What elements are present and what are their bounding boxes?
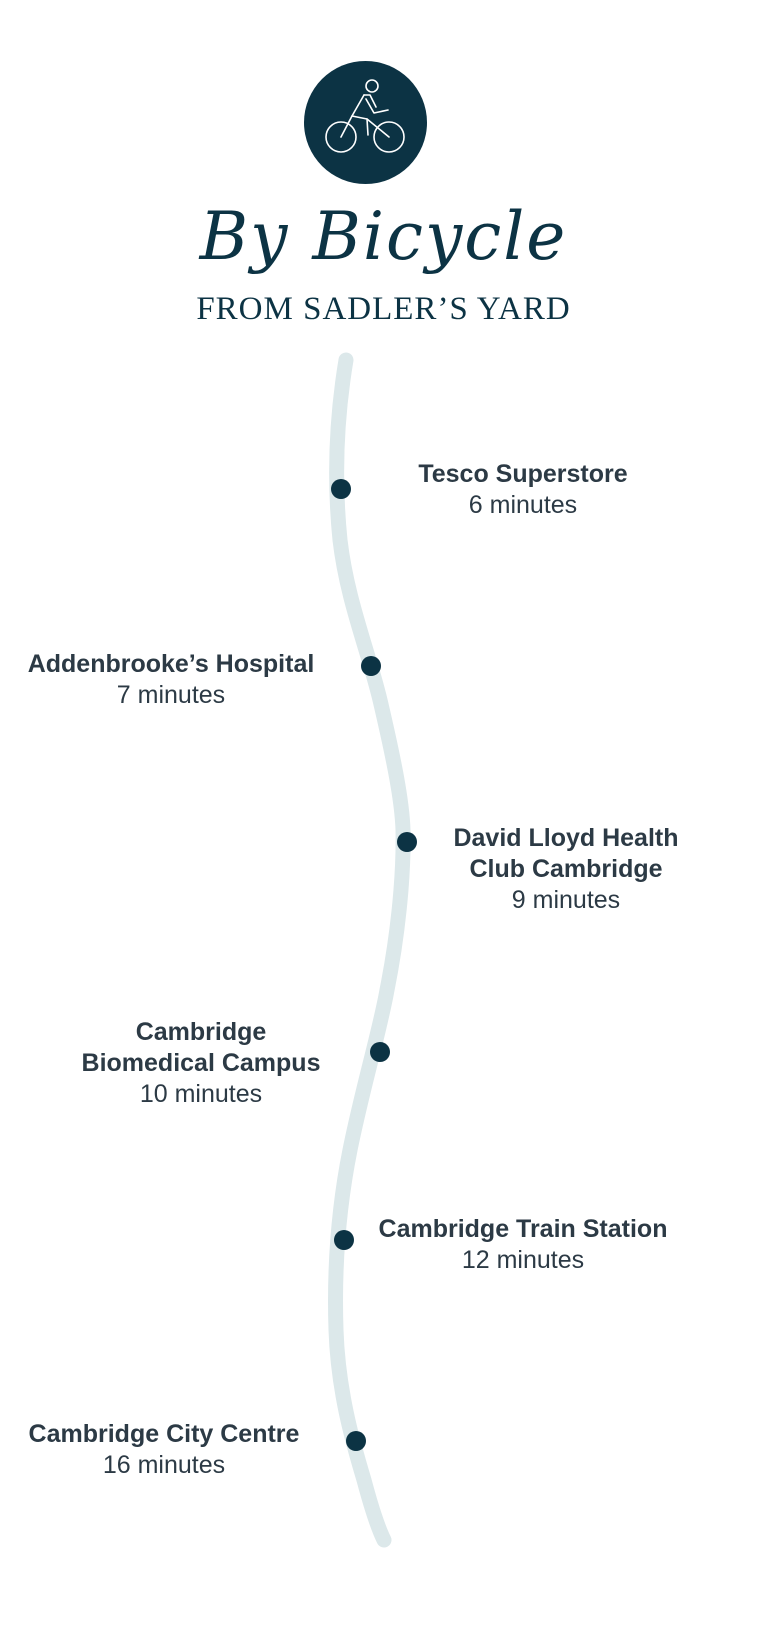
stop-dot <box>370 1042 390 1062</box>
stop-label: Tesco Superstore 6 minutes <box>353 459 693 521</box>
stop-name: Cambridge City Centre <box>28 1420 300 1448</box>
stop-dot <box>397 832 417 852</box>
stop-label: Cambridge Biomedical Campus 10 minutes <box>31 1017 371 1110</box>
stop-time: 10 minutes <box>139 1080 263 1108</box>
stop-dot <box>334 1230 354 1250</box>
stop-dot <box>346 1431 366 1451</box>
stop-time: 6 minutes <box>468 491 578 519</box>
stop-time: 7 minutes <box>116 681 226 709</box>
stop-time: 12 minutes <box>461 1246 585 1274</box>
stop-label: Cambridge City Centre 16 minutes <box>0 1419 334 1481</box>
stop-label: David Lloyd Health Club Cambridge 9 minut… <box>396 823 736 916</box>
stop-dot <box>361 656 381 676</box>
stop-time: 9 minutes <box>511 886 621 914</box>
stop-markers <box>331 479 417 1451</box>
stop-dot <box>331 479 351 499</box>
stop-name: Addenbrooke’s Hospital <box>27 650 315 678</box>
stop-name: Cambridge Biomedical Campus <box>81 1018 321 1077</box>
stop-name: Cambridge Train Station <box>378 1215 668 1243</box>
bicycle-icon <box>304 61 427 184</box>
page-subtitle: FROM SADLER’S YARD <box>196 291 571 327</box>
page-title: By Bicycle <box>199 198 568 275</box>
stop-label: Cambridge Train Station 12 minutes <box>353 1214 693 1276</box>
stop-name: David Lloyd Health Club Cambridge <box>453 824 679 883</box>
stop-label: Addenbrooke’s Hospital 7 minutes <box>1 649 341 711</box>
route-path <box>328 352 411 1548</box>
stop-name: Tesco Superstore <box>418 460 628 488</box>
stop-time: 16 minutes <box>102 1451 226 1479</box>
